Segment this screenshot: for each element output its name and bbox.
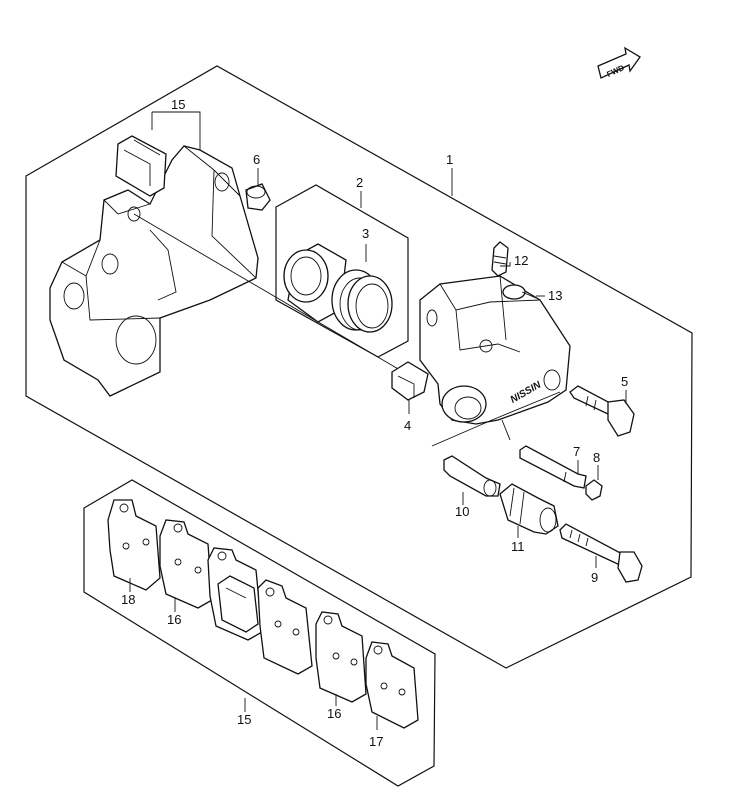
brake-pad-16-right <box>315 611 367 703</box>
bleeder-valve <box>491 241 509 341</box>
pin-boot <box>499 483 559 535</box>
callout-6: 6 <box>253 152 260 167</box>
callout-3: 3 <box>362 226 369 241</box>
brake-pad-shim-18 <box>107 499 161 591</box>
leader-guide-line <box>133 213 401 371</box>
callout-11: 11 <box>511 539 525 554</box>
callout-7: 7 <box>573 444 580 459</box>
callout-8: 8 <box>593 450 600 465</box>
callout-5: 5 <box>621 374 628 389</box>
callout-14: 15 <box>171 97 185 112</box>
callout-13: 13 <box>548 288 562 303</box>
caliper-body: NISSIN <box>419 275 571 425</box>
fwd-arrow-icon: FWD <box>597 46 641 79</box>
grommet-cap <box>245 183 271 211</box>
caliper-bracket <box>49 145 259 397</box>
slide-pin <box>519 445 587 489</box>
callout-16-left: 16 <box>167 612 181 627</box>
brake-pad-16-left <box>159 519 213 609</box>
callout-leaders <box>129 111 627 730</box>
pad-set-box <box>83 479 436 787</box>
callout-18: 18 <box>121 592 135 607</box>
callout-16-right: 16 <box>327 706 341 721</box>
pad-retaining-clip <box>391 361 429 401</box>
callout-9: 9 <box>591 570 598 585</box>
pin-nut <box>585 479 603 501</box>
callout-2: 2 <box>356 175 363 190</box>
piston-seal-rings <box>331 269 393 333</box>
brake-pad-shim-17 <box>365 641 419 729</box>
callout-4: 4 <box>404 418 411 433</box>
caliper-mounting-bolt <box>569 385 635 437</box>
pad-spring-clip <box>115 135 167 197</box>
callout-15: 15 <box>237 712 251 727</box>
leader-pin-line <box>431 391 561 447</box>
pin-sleeve <box>443 455 501 497</box>
caliper-assembly-frame <box>25 65 693 669</box>
callout-17: 17 <box>369 734 383 749</box>
bleeder-cap <box>502 284 537 300</box>
callout-1: 1 <box>446 152 453 167</box>
piston-group-box <box>275 184 409 358</box>
callout-12: 12 <box>514 253 528 268</box>
long-caliper-bolt <box>559 523 643 583</box>
callout-10: 10 <box>455 504 469 519</box>
brake-pad-center-pair <box>207 547 313 675</box>
